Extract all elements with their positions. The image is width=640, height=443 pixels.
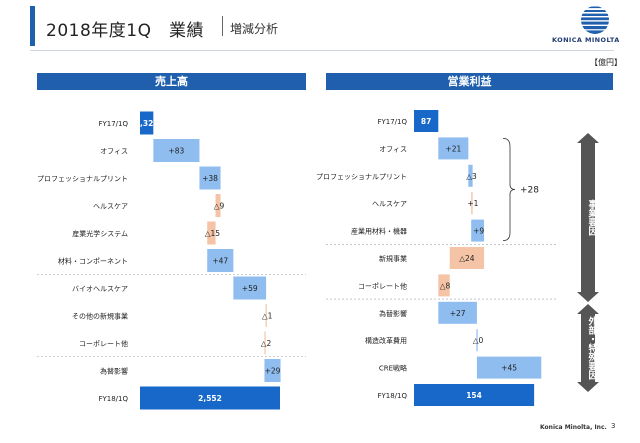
profit-bar	[476, 356, 542, 379]
profit-bar	[414, 384, 535, 406]
brace-icon	[502, 138, 516, 241]
sales-bar	[265, 304, 267, 327]
profit-category-label: 構造改革費用	[365, 336, 407, 345]
logo-wordmark: KONICA MINOLTA	[552, 36, 620, 44]
page-number: 3	[611, 422, 616, 430]
sales-category-label: オフィス	[100, 148, 128, 156]
sales-category-label: バイオヘルスケア	[72, 285, 128, 293]
profit-bar	[449, 247, 485, 269]
sales-category-label: 為替影響	[100, 367, 128, 376]
sales-category-label: 産業光学システム	[72, 229, 128, 238]
profit-value-label: +21	[445, 144, 461, 153]
sales-value-label: △15	[205, 229, 221, 238]
sales-value-label: △9	[214, 202, 225, 211]
sales-bar	[215, 194, 221, 217]
sales-bar	[153, 139, 200, 162]
unit-label: 【億円】	[590, 58, 622, 67]
profit-value-label: +9	[473, 227, 484, 236]
title-accent-bar	[30, 6, 35, 46]
profit-value-label: 87	[421, 117, 431, 126]
profit-value-label: +27	[450, 309, 466, 318]
profit-bar	[468, 164, 473, 187]
profit-value-label: △3	[466, 172, 477, 181]
sales-bar	[140, 386, 280, 410]
profit-value-label: +1	[467, 199, 478, 208]
profit-category-label: 為替影響	[379, 309, 407, 318]
sales-value-label: △1	[262, 312, 273, 321]
profit-bar	[471, 219, 485, 242]
profit-value-label: △8	[440, 281, 451, 290]
profit-bar	[438, 274, 450, 297]
footer-company: Konica Minolta, Inc.	[540, 424, 607, 431]
profit-category-label: CRE戦略	[379, 364, 407, 373]
konica-minolta-logo-icon	[581, 6, 609, 34]
profit-value-label: 154	[466, 391, 482, 400]
sales-bar	[264, 331, 266, 355]
business-factors-arrow-label: 事業要因	[587, 198, 599, 236]
sales-category-label: FY18/1Q	[98, 395, 128, 403]
sales-bar	[207, 249, 234, 272]
sales-value-label: △2	[261, 339, 272, 348]
profit-category-label: オフィス	[379, 145, 407, 153]
business-factors-arrow: 事業要因	[577, 133, 599, 302]
sales-category-label: FY17/1Q	[98, 120, 128, 128]
profit-bar	[438, 137, 469, 160]
profit-bar	[476, 329, 478, 352]
profit-category-label: FY18/1Q	[377, 392, 407, 400]
sales-bar	[233, 276, 267, 300]
page-subtitle: 増減分析	[230, 22, 279, 36]
profit-bar	[438, 301, 477, 324]
external-factors-arrow: 外部・特殊要因	[577, 304, 599, 392]
brace-label: +28	[520, 186, 539, 196]
profit-category-label: プロフェッショナルプリント	[316, 173, 407, 181]
sales-value-label: 2,324	[135, 119, 159, 128]
profit-category-label: コーポレート他	[358, 281, 407, 290]
sales-value-label: +59	[242, 284, 258, 293]
profit-value-label: +45	[501, 364, 517, 373]
external-factors-arrow-label: 外部・特殊要因	[587, 315, 599, 380]
sales-category-label: プロフェッショナルプリント	[37, 175, 128, 183]
profit-category-label: 新規事業	[379, 254, 407, 263]
sales-bar	[140, 111, 154, 135]
profit-panel-header: 営業利益	[326, 73, 613, 90]
header-divider	[30, 50, 614, 51]
sales-value-label: +38	[202, 174, 218, 183]
profit-category-label: FY17/1Q	[377, 118, 407, 126]
sales-panel-header: 売上高	[37, 73, 306, 90]
profit-category-label: 産業用材料・機器	[351, 227, 407, 236]
sales-bar	[199, 166, 221, 190]
sales-value-label: +83	[168, 147, 184, 156]
sales-category-label: 材料・コンポーネント	[58, 257, 128, 266]
page-title: 2018年度1Q 業績	[46, 21, 204, 41]
sales-value-label: +47	[212, 257, 228, 266]
sales-bar	[264, 359, 281, 382]
profit-value-label: △24	[459, 254, 475, 263]
sales-category-label: コーポレート他	[79, 339, 128, 348]
external-factors-arrow-shape	[577, 304, 599, 392]
sales-bar	[207, 221, 216, 245]
sales-category-label: ヘルスケア	[93, 203, 128, 211]
sales-value-label: 2,552	[198, 394, 222, 403]
profit-bar	[414, 110, 439, 132]
sales-category-label: その他の新規事業	[72, 312, 128, 321]
profit-value-label: △0	[473, 336, 484, 345]
profit-bar	[471, 192, 473, 215]
title-separator	[222, 16, 223, 36]
sales-value-label: +29	[265, 367, 281, 376]
business-factors-arrow-shape	[577, 133, 599, 302]
profit-category-label: ヘルスケア	[372, 200, 407, 208]
